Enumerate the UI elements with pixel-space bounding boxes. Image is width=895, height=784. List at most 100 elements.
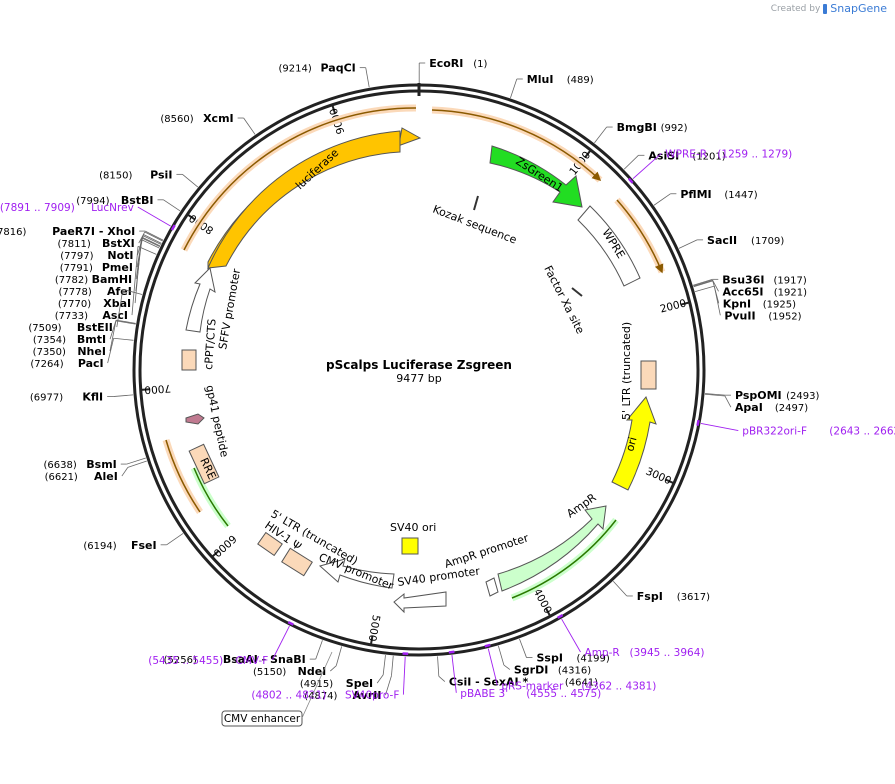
restriction-site[interactable]: Bsu36I(1917) xyxy=(693,273,807,286)
restriction-site[interactable]: PaqCI(9214) xyxy=(278,62,370,88)
restriction-site[interactable]: EcoRI(1) xyxy=(418,57,487,84)
site-name: PaqCI xyxy=(321,62,356,75)
ltr-left-feature[interactable] xyxy=(281,547,313,577)
rre-feature[interactable] xyxy=(188,443,220,485)
site-position: (4641) xyxy=(565,678,598,689)
sffv-promoter-label: SFFV promoter xyxy=(216,267,243,350)
site-leader xyxy=(437,656,440,677)
cmv-promoter-feature[interactable] xyxy=(318,558,395,589)
site-position: (7791) xyxy=(60,263,93,274)
cppt-cts-feature[interactable] xyxy=(181,349,197,371)
restriction-site[interactable]: SpeI(4915) xyxy=(300,654,386,690)
restriction-site[interactable]: XcmI(8560) xyxy=(160,112,256,135)
restriction-site[interactable]: SgrDI(4316) xyxy=(497,645,591,677)
sv40-promoter-feature[interactable] xyxy=(393,591,447,614)
primer[interactable]: WPRE-R(1259 .. 1279) xyxy=(627,148,792,184)
site-name: Bsu36I xyxy=(722,273,764,286)
sv40-ori-feature[interactable] xyxy=(401,537,419,555)
site-name: ApaI xyxy=(735,401,763,414)
restriction-site[interactable]: ApaI (2497) xyxy=(704,393,808,414)
site-position: (6977) xyxy=(30,393,63,404)
wpre-feature[interactable] xyxy=(577,205,641,287)
site-position: (4874) xyxy=(304,691,337,702)
restriction-site[interactable]: FspI(3617) xyxy=(612,580,710,603)
restriction-site[interactable]: Acc65I(1921) xyxy=(693,279,807,298)
site-leader xyxy=(113,337,134,341)
site-leader xyxy=(330,665,337,672)
restriction-site[interactable]: BstXI(7811) xyxy=(58,231,163,250)
gp41-feature[interactable] xyxy=(185,413,205,425)
site-position: (3617) xyxy=(677,592,710,603)
site-name: EcoRI xyxy=(429,57,463,70)
restriction-site[interactable]: PaeR7I - XhoI(7816) xyxy=(0,225,164,241)
cmv-enhancer-label-box[interactable]: CMV enhancer xyxy=(221,651,333,727)
restriction-site[interactable]: CsiI - SexAI *(4641) xyxy=(437,656,599,689)
site-leader xyxy=(693,278,713,286)
restriction-site[interactable]: BmgBI(992) xyxy=(594,121,688,144)
restriction-site[interactable]: SspI(4199) xyxy=(519,638,610,665)
ltr-right-feature[interactable] xyxy=(640,360,657,390)
primer[interactable]: CMV-F(5435 .. 5455) xyxy=(148,621,294,667)
site-name: PspOMI xyxy=(735,389,782,402)
hiv1-psi-feature[interactable] xyxy=(257,531,283,557)
primer-leader xyxy=(561,618,581,653)
site-position: (4199) xyxy=(576,654,609,665)
primer[interactable]: LucNrev(7891 .. 7909) xyxy=(0,202,176,231)
site-name: NotI xyxy=(107,249,133,262)
restriction-site[interactable]: AvrII(4874) xyxy=(304,655,394,702)
primer[interactable]: pBR322ori-F(2643 .. 2662) xyxy=(696,419,895,438)
zsgreen1-feature[interactable] xyxy=(489,145,583,208)
restriction-site[interactable]: PvuII(1952) xyxy=(694,285,802,322)
site-leader xyxy=(134,239,142,304)
site-leader xyxy=(141,237,161,247)
primer[interactable]: pBABE 3'(4555 .. 4575) xyxy=(448,650,602,700)
sffv-promoter-feature[interactable] xyxy=(185,266,216,333)
restriction-site[interactable]: FseI(6194) xyxy=(83,533,184,552)
primer[interactable]: SV40pro-F(4802 .. 4821) xyxy=(251,652,409,702)
snapgene-logo-icon xyxy=(823,3,828,14)
restriction-site[interactable]: BstEII(7509) xyxy=(28,288,143,334)
site-leader xyxy=(122,288,143,295)
primer[interactable]: pRS-marker(4362 .. 4381) xyxy=(484,643,657,692)
restriction-site[interactable]: NdeI(5150) xyxy=(253,646,343,678)
restriction-site[interactable]: BsmI(6638) xyxy=(44,457,146,471)
ampr-promoter-label: AmpR promoter xyxy=(443,531,531,571)
ori-feature[interactable] xyxy=(611,396,657,491)
kozak-mark xyxy=(473,195,479,211)
site-leader xyxy=(115,320,136,325)
site-position: (1952) xyxy=(768,311,801,322)
restriction-site[interactable]: BstBI(7994) xyxy=(76,194,181,212)
restriction-site[interactable]: PspOMI(2493) xyxy=(705,389,820,402)
site-position: (2497) xyxy=(775,403,808,414)
ampr-promoter-feature[interactable] xyxy=(485,577,499,597)
site-leader xyxy=(145,230,164,241)
site-position: (5150) xyxy=(253,667,286,678)
restriction-site[interactable]: NheI(7350) xyxy=(33,320,136,358)
primer-name: pBR322ori-F xyxy=(742,426,807,438)
site-leader xyxy=(438,676,446,682)
ampr-feature[interactable] xyxy=(497,505,607,592)
site-position: (5256) xyxy=(164,655,197,666)
restriction-site[interactable]: BsaAI - SnaBI(5256) xyxy=(164,640,323,666)
primer-mark xyxy=(484,643,491,648)
restriction-site[interactable]: MluI(489) xyxy=(510,73,594,99)
restriction-site[interactable]: XbaI(7770) xyxy=(58,239,160,310)
tick-marks xyxy=(140,83,690,645)
restriction-site[interactable]: AleI(6621) xyxy=(45,460,147,483)
site-leader xyxy=(315,640,323,660)
site-position: (1709) xyxy=(751,236,784,247)
restriction-site[interactable]: PacI(7264) xyxy=(30,337,134,370)
site-position: (4915) xyxy=(300,679,333,690)
site-name: XbaI xyxy=(103,297,131,310)
primer[interactable]: Amp-R(3945 .. 3964) xyxy=(557,613,705,659)
restriction-site[interactable]: PsiI(8150) xyxy=(99,168,199,188)
restriction-site[interactable]: KflI(6977) xyxy=(30,391,134,404)
site-name: BmtI xyxy=(77,333,106,346)
tick-label: 3000 xyxy=(644,465,673,487)
restriction-site[interactable]: PflMI(1447) xyxy=(653,188,758,206)
restriction-site[interactable]: AscI(7733) xyxy=(55,245,157,322)
site-position: (8150) xyxy=(99,170,132,181)
restriction-site[interactable]: SacII(1709) xyxy=(678,234,784,249)
restriction-site[interactable]: AsiSI(1201) xyxy=(623,149,726,170)
site-leader xyxy=(163,199,181,212)
